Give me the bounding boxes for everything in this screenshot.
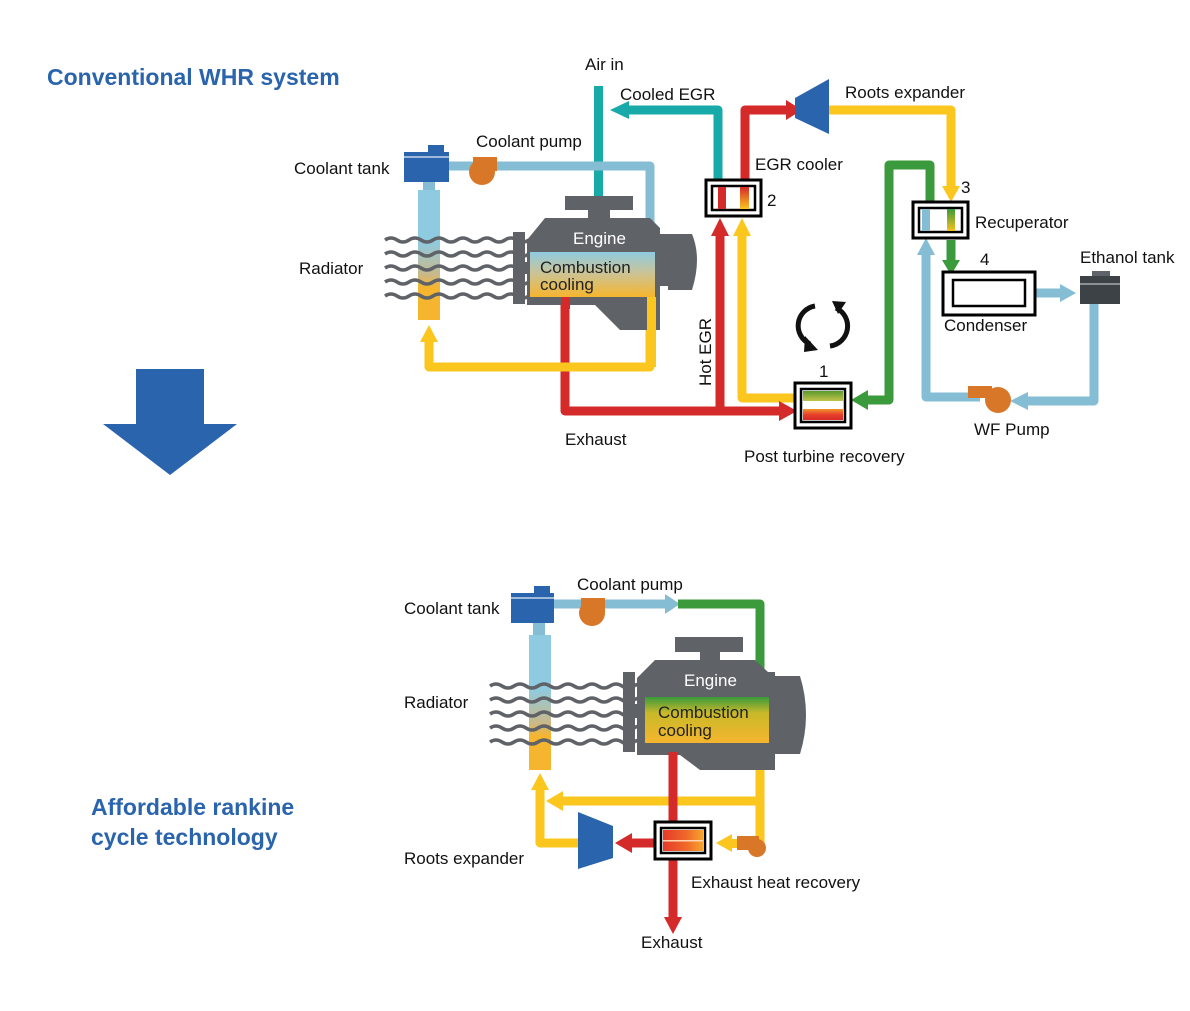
engine-label: Engine bbox=[573, 229, 626, 248]
bottom-diagram: Coolant pump Coolant tank Radiator Engin… bbox=[404, 575, 861, 952]
wf-pump-bottom bbox=[716, 834, 766, 857]
top-diagram: Air in Cooled EGR Roots expander Coolant… bbox=[294, 55, 1175, 466]
combustion-label-line1: Combustion bbox=[540, 258, 631, 277]
yellow-return-lines bbox=[531, 760, 765, 850]
coolant-pump-bottom-label: Coolant pump bbox=[577, 575, 683, 594]
egr-cooler-label: EGR cooler bbox=[755, 155, 843, 174]
ptr-number: 1 bbox=[819, 362, 828, 381]
combustion-bottom-label-line2: cooling bbox=[658, 721, 712, 740]
radiator-label: Radiator bbox=[299, 259, 364, 278]
exhaust-heat-recovery-label: Exhaust heat recovery bbox=[691, 873, 861, 892]
roots-expander-top-icon bbox=[795, 79, 829, 134]
green-coolant-line bbox=[678, 599, 765, 670]
exhaust-heat-recovery bbox=[653, 820, 713, 861]
hot-egr-line bbox=[711, 218, 729, 411]
coolant-tank-bottom-label: Coolant tank bbox=[404, 599, 500, 618]
exhaust-label: Exhaust bbox=[565, 430, 627, 449]
bottom-title-line2: cycle technology bbox=[91, 824, 278, 850]
roots-expander-label: Roots expander bbox=[845, 83, 965, 102]
coolant-pump-bottom-icon bbox=[579, 598, 605, 626]
egr-cooler bbox=[704, 178, 763, 218]
cooled-egr-label: Cooled EGR bbox=[620, 85, 715, 104]
hot-egr-label: Hot EGR bbox=[696, 318, 715, 386]
egr-cooler-number: 2 bbox=[767, 191, 776, 210]
coolant-tank-icon bbox=[404, 145, 449, 192]
radiator-bottom bbox=[529, 635, 551, 770]
recuperator bbox=[911, 200, 970, 240]
coolant-pump-icon bbox=[469, 157, 497, 185]
engine-bottom-label: Engine bbox=[684, 671, 737, 690]
recuperator-number: 3 bbox=[961, 178, 970, 197]
post-turbine-recovery-label: Post turbine recovery bbox=[744, 447, 905, 466]
combustion-label-line2: cooling bbox=[540, 275, 594, 294]
coolant-supply-line-bottom bbox=[552, 594, 680, 614]
ethanol-tank-icon bbox=[1080, 271, 1120, 304]
roots-expander-bottom-icon bbox=[578, 812, 613, 869]
roots-expander-bottom-label: Roots expander bbox=[404, 849, 524, 868]
recuperator-label: Recuperator bbox=[975, 213, 1069, 232]
wf-to-egr-cooler-line bbox=[733, 218, 795, 403]
coolant-tank-bottom-icon bbox=[511, 586, 554, 635]
wf-loop-line bbox=[917, 238, 1099, 410]
condenser bbox=[941, 270, 1037, 317]
radiator-bottom-label: Radiator bbox=[404, 693, 469, 712]
coolant-tank-label: Coolant tank bbox=[294, 159, 390, 178]
air-in-label: Air in bbox=[585, 55, 624, 74]
hot-egr-to-expander-line bbox=[740, 100, 802, 182]
engine-top-icon bbox=[513, 196, 697, 367]
exhaust-line bbox=[560, 305, 797, 421]
wf-pump-icon bbox=[968, 386, 1011, 413]
radiator-airflow-bottom-icon bbox=[489, 682, 647, 746]
down-arrow-icon bbox=[103, 369, 237, 475]
cooled-egr-line bbox=[610, 101, 723, 182]
engine-bottom-icon bbox=[623, 637, 806, 770]
wf-pump-label: WF Pump bbox=[974, 420, 1050, 439]
combustion-bottom-label-line1: Combustion bbox=[658, 703, 749, 722]
condenser-label: Condenser bbox=[944, 316, 1028, 335]
expander-to-recuperator-line bbox=[829, 105, 960, 202]
radiator-return-line bbox=[420, 325, 655, 372]
cycle-arrows-icon bbox=[795, 301, 851, 352]
coolant-pump-label: Coolant pump bbox=[476, 132, 582, 151]
exhaust-bottom-label: Exhaust bbox=[641, 933, 703, 952]
top-title: Conventional WHR system bbox=[47, 64, 340, 90]
condenser-number: 4 bbox=[980, 250, 989, 269]
bottom-title-line1: Affordable rankine bbox=[91, 794, 295, 820]
post-turbine-recovery bbox=[793, 381, 853, 430]
ethanol-tank-label: Ethanol tank bbox=[1080, 248, 1175, 267]
green-loop-line bbox=[851, 160, 960, 410]
